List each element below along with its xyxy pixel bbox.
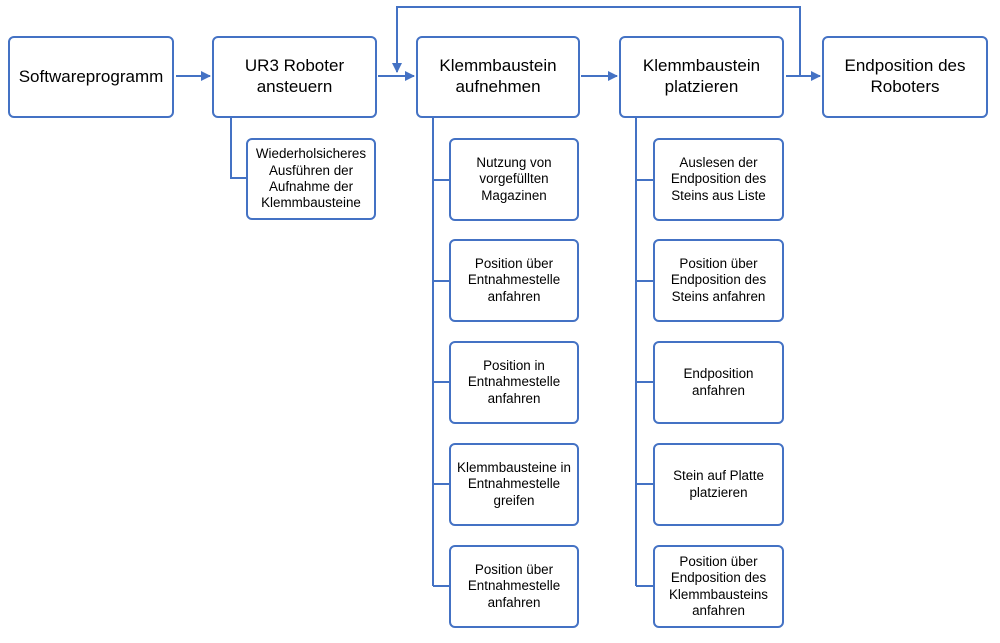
loop-back-line [392,6,801,76]
substep-wiederholsicheres-ausfuehren: Wiederholsicheres Ausführen der Aufnahme… [246,138,376,220]
substep-aufnehmen-3: Position in Entnahmestelle anfahren [449,341,579,424]
step-ur3-roboter-ansteuern: UR3 Roboter ansteuern [212,36,377,118]
substep-aufnehmen-5: Position über Entnahmestelle anfahren [449,545,579,628]
substep-aufnehmen-2: Position über Entnahmestelle anfahren [449,239,579,322]
substep-platzieren-2: Position über Endposition des Steins anf… [653,239,784,322]
substep-platzieren-4: Stein auf Platte platzieren [653,443,784,526]
substep-platzieren-3: Endposition anfahren [653,341,784,424]
substep-aufnehmen-1: Nutzung von vorgefüllten Magazinen [449,138,579,221]
branch-ur3 [230,118,246,179]
step-klemmbaustein-platzieren: Klemmbaustein platzieren [619,36,784,118]
substep-platzieren-1: Auslesen der Endposition des Steins aus … [653,138,784,221]
substep-aufnehmen-4: Klemmbausteine in Entnahmestelle greifen [449,443,579,526]
step-klemmbaustein-aufnehmen: Klemmbaustein aufnehmen [416,36,580,118]
step-softwareprogramm: Softwareprogramm [8,36,174,118]
step-endposition-des-roboters: Endposition des Roboters [822,36,988,118]
substep-platzieren-5: Position über Endposition des Klemmbaust… [653,545,784,628]
